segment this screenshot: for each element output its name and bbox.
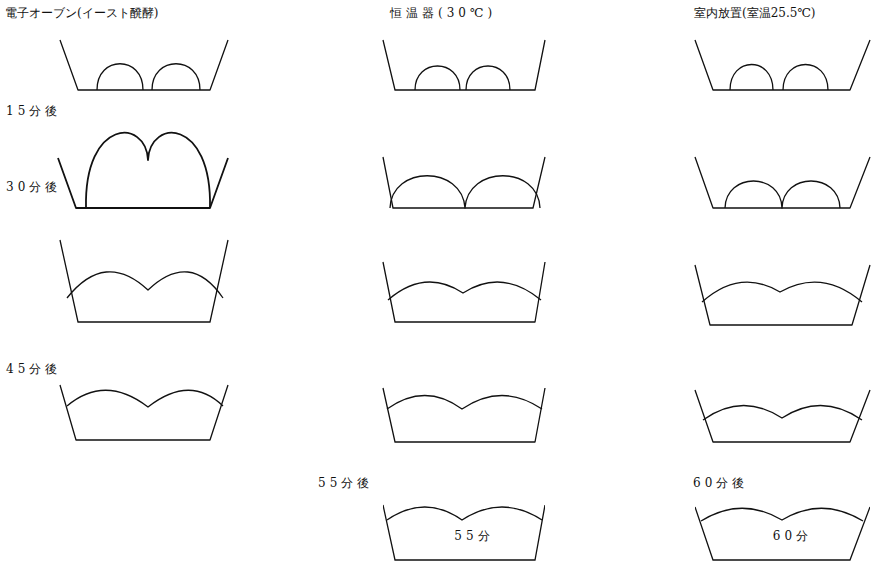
time-label: 30分後 <box>6 180 61 194</box>
time-label: 15分後 <box>6 104 61 118</box>
dough-bowl: 55分 <box>383 500 565 562</box>
bowl-text: 55分 <box>383 528 565 545</box>
dough-bowl: 60分 <box>695 500 874 562</box>
bowl <box>383 157 545 208</box>
bowl <box>383 40 545 90</box>
bowl <box>695 157 870 208</box>
bowl-text: 60分 <box>695 528 874 545</box>
column-heading: 電子オーブン(イースト醗酵) <box>5 6 158 20</box>
dough <box>703 405 862 420</box>
bowl <box>695 265 870 325</box>
bowl <box>60 240 228 322</box>
dough <box>97 64 200 90</box>
dough <box>388 282 541 300</box>
dough <box>67 390 223 407</box>
dough <box>415 66 510 90</box>
bowl <box>383 262 545 322</box>
bowl <box>695 390 870 442</box>
column-heading: 恒温器(30℃) <box>390 6 496 20</box>
bowl <box>383 388 545 442</box>
dough <box>67 272 223 298</box>
dough <box>702 282 862 302</box>
bowl <box>60 40 228 90</box>
time-label: 60分後 <box>693 476 748 490</box>
bowl-stroke <box>701 508 863 521</box>
dough <box>86 133 210 208</box>
bowl-stroke <box>387 507 542 520</box>
dough <box>725 181 840 208</box>
dough <box>387 396 542 410</box>
column-heading: 室内放置(室温25.5℃) <box>694 6 816 20</box>
bowl <box>60 385 228 440</box>
dough <box>390 176 540 208</box>
dough <box>730 65 828 91</box>
time-label: 45分後 <box>6 362 61 376</box>
time-label: 55分後 <box>318 476 373 490</box>
bowl <box>58 158 228 208</box>
bowl <box>695 40 870 90</box>
